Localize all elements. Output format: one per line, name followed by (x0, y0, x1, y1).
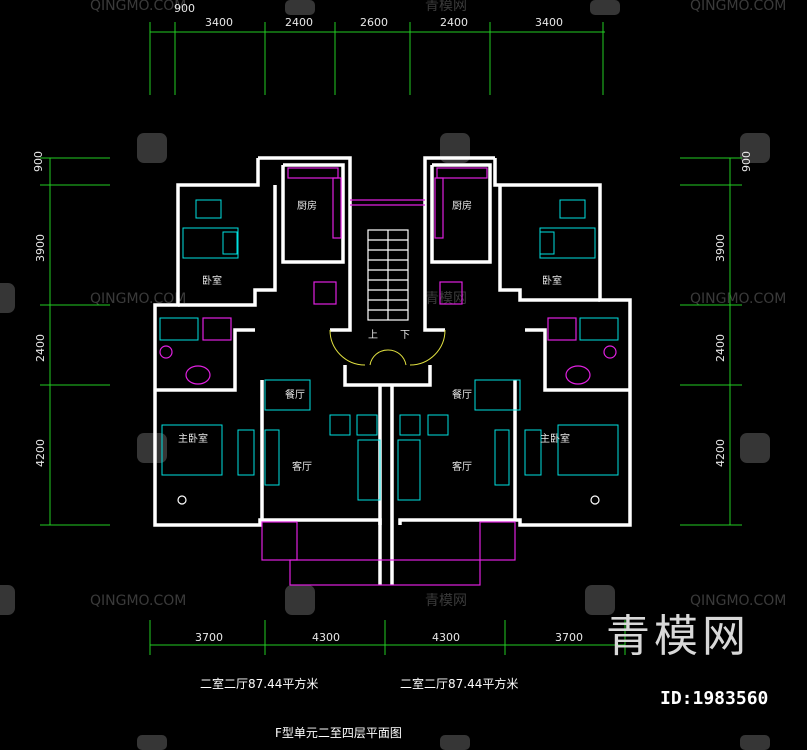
dimension-label: 900 (174, 2, 195, 15)
bottom-dimension-chain: 3700 4300 4300 3700 (149, 620, 626, 655)
wall-outline (153, 156, 632, 585)
dimension-label: 900 (740, 151, 753, 172)
dimension-label: 2600 (360, 16, 388, 29)
watermark-text: 青模网 (425, 0, 467, 14)
dimension-label: 2400 (714, 334, 727, 362)
dimension-label: 3900 (714, 234, 727, 262)
watermark-text: 青模网 (425, 593, 467, 609)
id-label: ID:1983560 (660, 688, 769, 709)
room-label-bedroom: 卧室 (202, 274, 222, 287)
watermark-text: 青模网 (425, 291, 467, 307)
room-label-bedroom: 卧室 (542, 274, 562, 287)
stair-up-label: 上 (368, 329, 378, 341)
room-labels: 厨房 厨房 卧室 卧室 餐厅 餐厅 主卧室 主卧室 客厅 客厅 (178, 199, 570, 473)
stair-core: 上 下 (329, 199, 446, 366)
watermark-text: QINGMO.COM (690, 593, 786, 609)
dimension-label: 900 (32, 151, 45, 172)
dimension-label: 2400 (285, 16, 313, 29)
dimension-label: 4300 (312, 631, 340, 644)
left-dimension-chain: 900 3900 2400 4200 (32, 151, 110, 526)
drawing-title: F型单元二至四层平面图 (275, 726, 402, 740)
room-label-kitchen: 厨房 (452, 199, 472, 212)
room-label-master-bedroom: 主卧室 (540, 432, 570, 445)
watermark-text: QINGMO.COM (690, 0, 786, 14)
dimension-label: 4200 (34, 439, 47, 467)
right-dimension-chain: 900 3900 2400 4200 (680, 151, 753, 526)
watermark-text: QINGMO.COM (90, 291, 186, 307)
dimension-label: 2400 (34, 334, 47, 362)
stair-down-label: 下 (400, 330, 410, 341)
room-label-living: 客厅 (452, 460, 472, 473)
dimension-label: 2400 (440, 16, 468, 29)
left-unit-furniture (159, 167, 481, 586)
dimension-label: 3400 (205, 16, 233, 29)
unit-area-label: 二室二厅87.44平方米 (400, 676, 518, 691)
watermark-text: QINGMO.COM (690, 291, 786, 307)
watermark-layer: QINGMO.COM 青模网 QINGMO.COM QINGMO.COM 青模网… (0, 0, 786, 750)
room-label-living: 客厅 (292, 460, 312, 473)
dimension-label: 3900 (34, 234, 47, 262)
room-label-kitchen: 厨房 (297, 199, 317, 212)
watermark-text: QINGMO.COM (90, 0, 186, 14)
top-dimension-chain: 900 3400 2400 2600 2400 3400 (149, 2, 605, 95)
brand-logo: 青模网 (606, 611, 750, 662)
room-label-dining: 餐厅 (285, 388, 305, 401)
dimension-label: 4200 (714, 439, 727, 467)
dimension-label: 4300 (432, 631, 460, 644)
dimension-label: 3400 (535, 16, 563, 29)
room-label-master-bedroom: 主卧室 (178, 432, 208, 445)
watermark-text: QINGMO.COM (90, 593, 186, 609)
unit-area-label: 二室二厅87.44平方米 (200, 676, 318, 691)
dimension-label: 3700 (555, 631, 583, 644)
right-unit-furniture (397, 167, 619, 561)
watermark-logo-icon (0, 0, 770, 750)
dimension-label: 3700 (195, 631, 223, 644)
room-label-dining: 餐厅 (452, 388, 472, 401)
